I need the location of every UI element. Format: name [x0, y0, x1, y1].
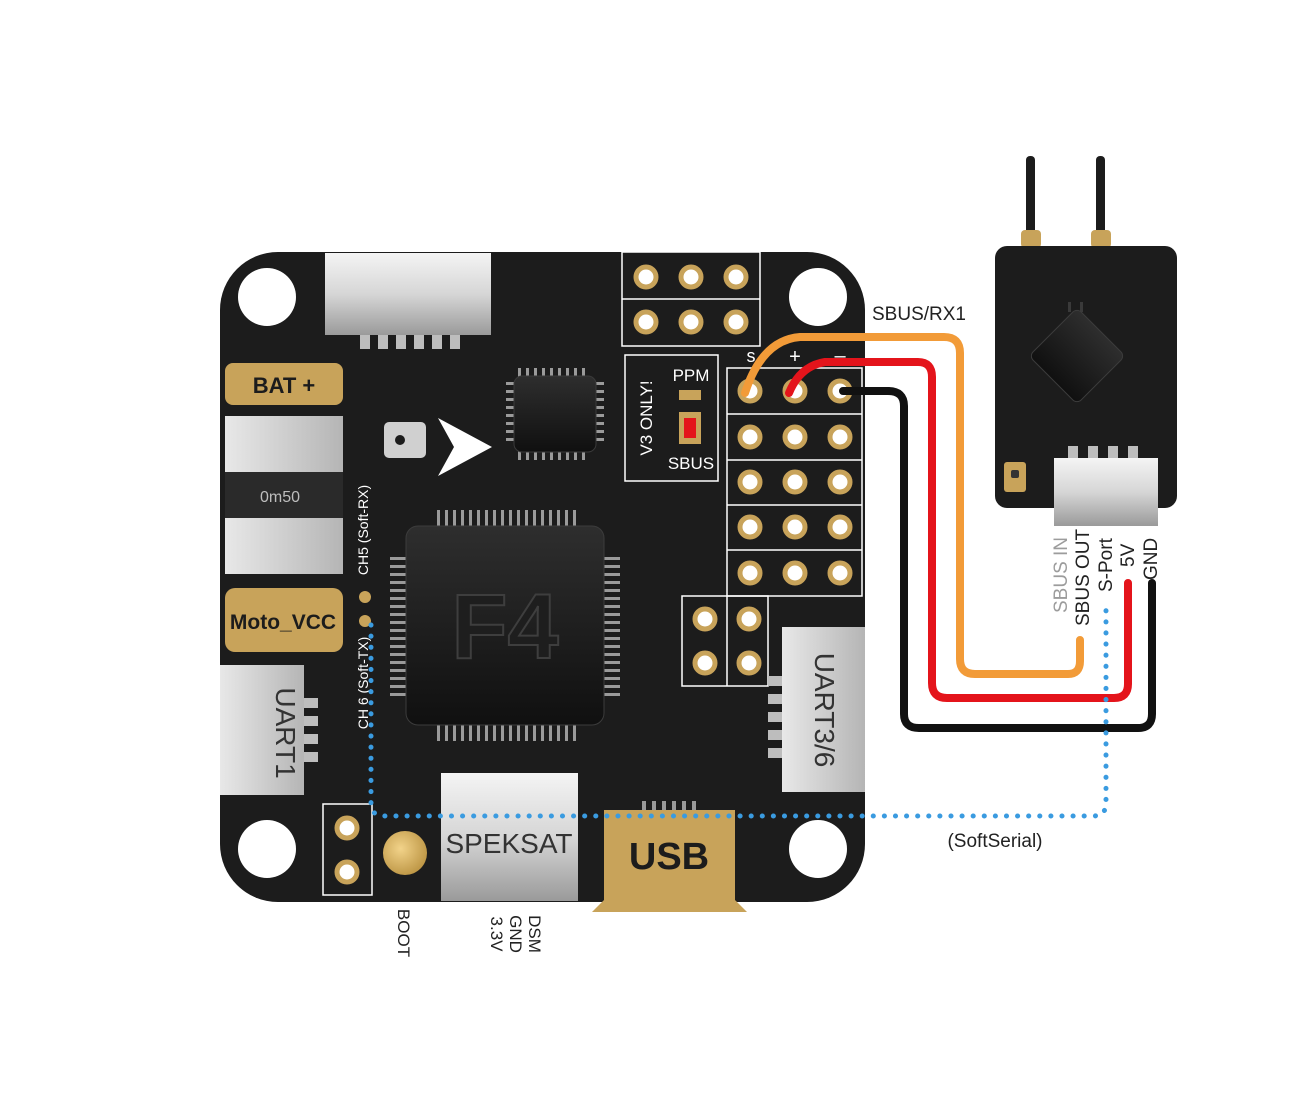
- rx-pin-sbus-out: SBUS OUT: [1073, 528, 1094, 626]
- uart36-connector: UART3/6: [768, 627, 865, 792]
- antenna-left: [1026, 156, 1035, 236]
- uart1-label: UART1: [270, 687, 301, 778]
- shunt-resistor: 0m50: [225, 416, 343, 574]
- uart1-connector: UART1: [220, 665, 318, 795]
- sbus-rx1-label: SBUS/RX1: [872, 304, 966, 325]
- receiver-connector: [1054, 458, 1158, 526]
- f4-chip-label: F4: [451, 576, 558, 678]
- moto-vcc-label: Moto_VCC: [230, 611, 336, 634]
- gnd-label: GND: [506, 915, 525, 953]
- antenna-right: [1096, 156, 1105, 236]
- shunt-label: 0m50: [260, 489, 300, 506]
- ground-wire: [839, 387, 1156, 732]
- ppm-sbus-jumper: V3 ONLY! PPM SBUS: [624, 354, 719, 482]
- top-connector: [325, 253, 491, 349]
- power-wire: [785, 358, 1132, 702]
- ch6-label: CH 6 (Soft-TX): [355, 637, 371, 730]
- sbus-jumper-label: SBUS: [668, 454, 714, 473]
- bat-plus-label: BAT +: [253, 373, 316, 398]
- rx-pin-sbus-in: SBUS IN: [1051, 537, 1072, 613]
- uart36-label: UART3/6: [809, 653, 840, 768]
- ch6-pad: [359, 615, 371, 627]
- usb-label: USB: [629, 836, 709, 878]
- top-pin-header: [621, 251, 761, 347]
- moto-vcc-pad: Moto_VCC: [225, 588, 343, 652]
- ch5-label: CH5 (Soft-RX): [355, 485, 371, 575]
- mount-hole-top-left: [238, 268, 296, 326]
- softserial-wire: [368, 603, 1109, 819]
- mount-hole-top-right: [789, 268, 847, 326]
- f4-mcu-chip: F4: [390, 510, 620, 741]
- dsm-label: DSM: [525, 915, 544, 953]
- 3v3-label: 3.3V: [487, 917, 506, 953]
- rx-pin-5v: 5V: [1118, 543, 1139, 567]
- flight-controller-board: BAT + 0m50 Moto_VCC UART1: [220, 251, 865, 912]
- rx-pin-gnd: GND: [1141, 538, 1162, 580]
- v3-only-label: V3 ONLY!: [637, 380, 656, 455]
- usb-connector: USB: [592, 801, 747, 912]
- ch5-pad: [359, 591, 371, 603]
- mount-hole-bottom-left: [238, 820, 296, 878]
- receiver-chip: [1030, 309, 1124, 403]
- arrow-logo-icon: [438, 418, 492, 476]
- boot-label: BOOT: [394, 909, 413, 957]
- ppm-label: PPM: [673, 366, 710, 385]
- sbus-signal-wire: [741, 333, 1084, 678]
- speksat-connector: SPEKSAT: [441, 773, 578, 901]
- receiver: SBUS IN SBUS OUT S-Port 5V GND: [995, 156, 1177, 626]
- header-s-label: s: [747, 346, 756, 366]
- small-chip: [506, 368, 604, 460]
- header-plus-label: +: [789, 346, 801, 368]
- speksat-label: SPEKSAT: [445, 828, 572, 859]
- softserial-label: (SoftSerial): [947, 831, 1042, 852]
- mount-hole-bottom-right: [789, 820, 847, 878]
- aux-pin-header: [681, 595, 769, 687]
- bat-plus-pad: BAT +: [225, 363, 343, 405]
- boot-pins: [322, 803, 373, 896]
- rx-pin-sport: S-Port: [1096, 537, 1117, 592]
- boot-pad: [383, 831, 427, 875]
